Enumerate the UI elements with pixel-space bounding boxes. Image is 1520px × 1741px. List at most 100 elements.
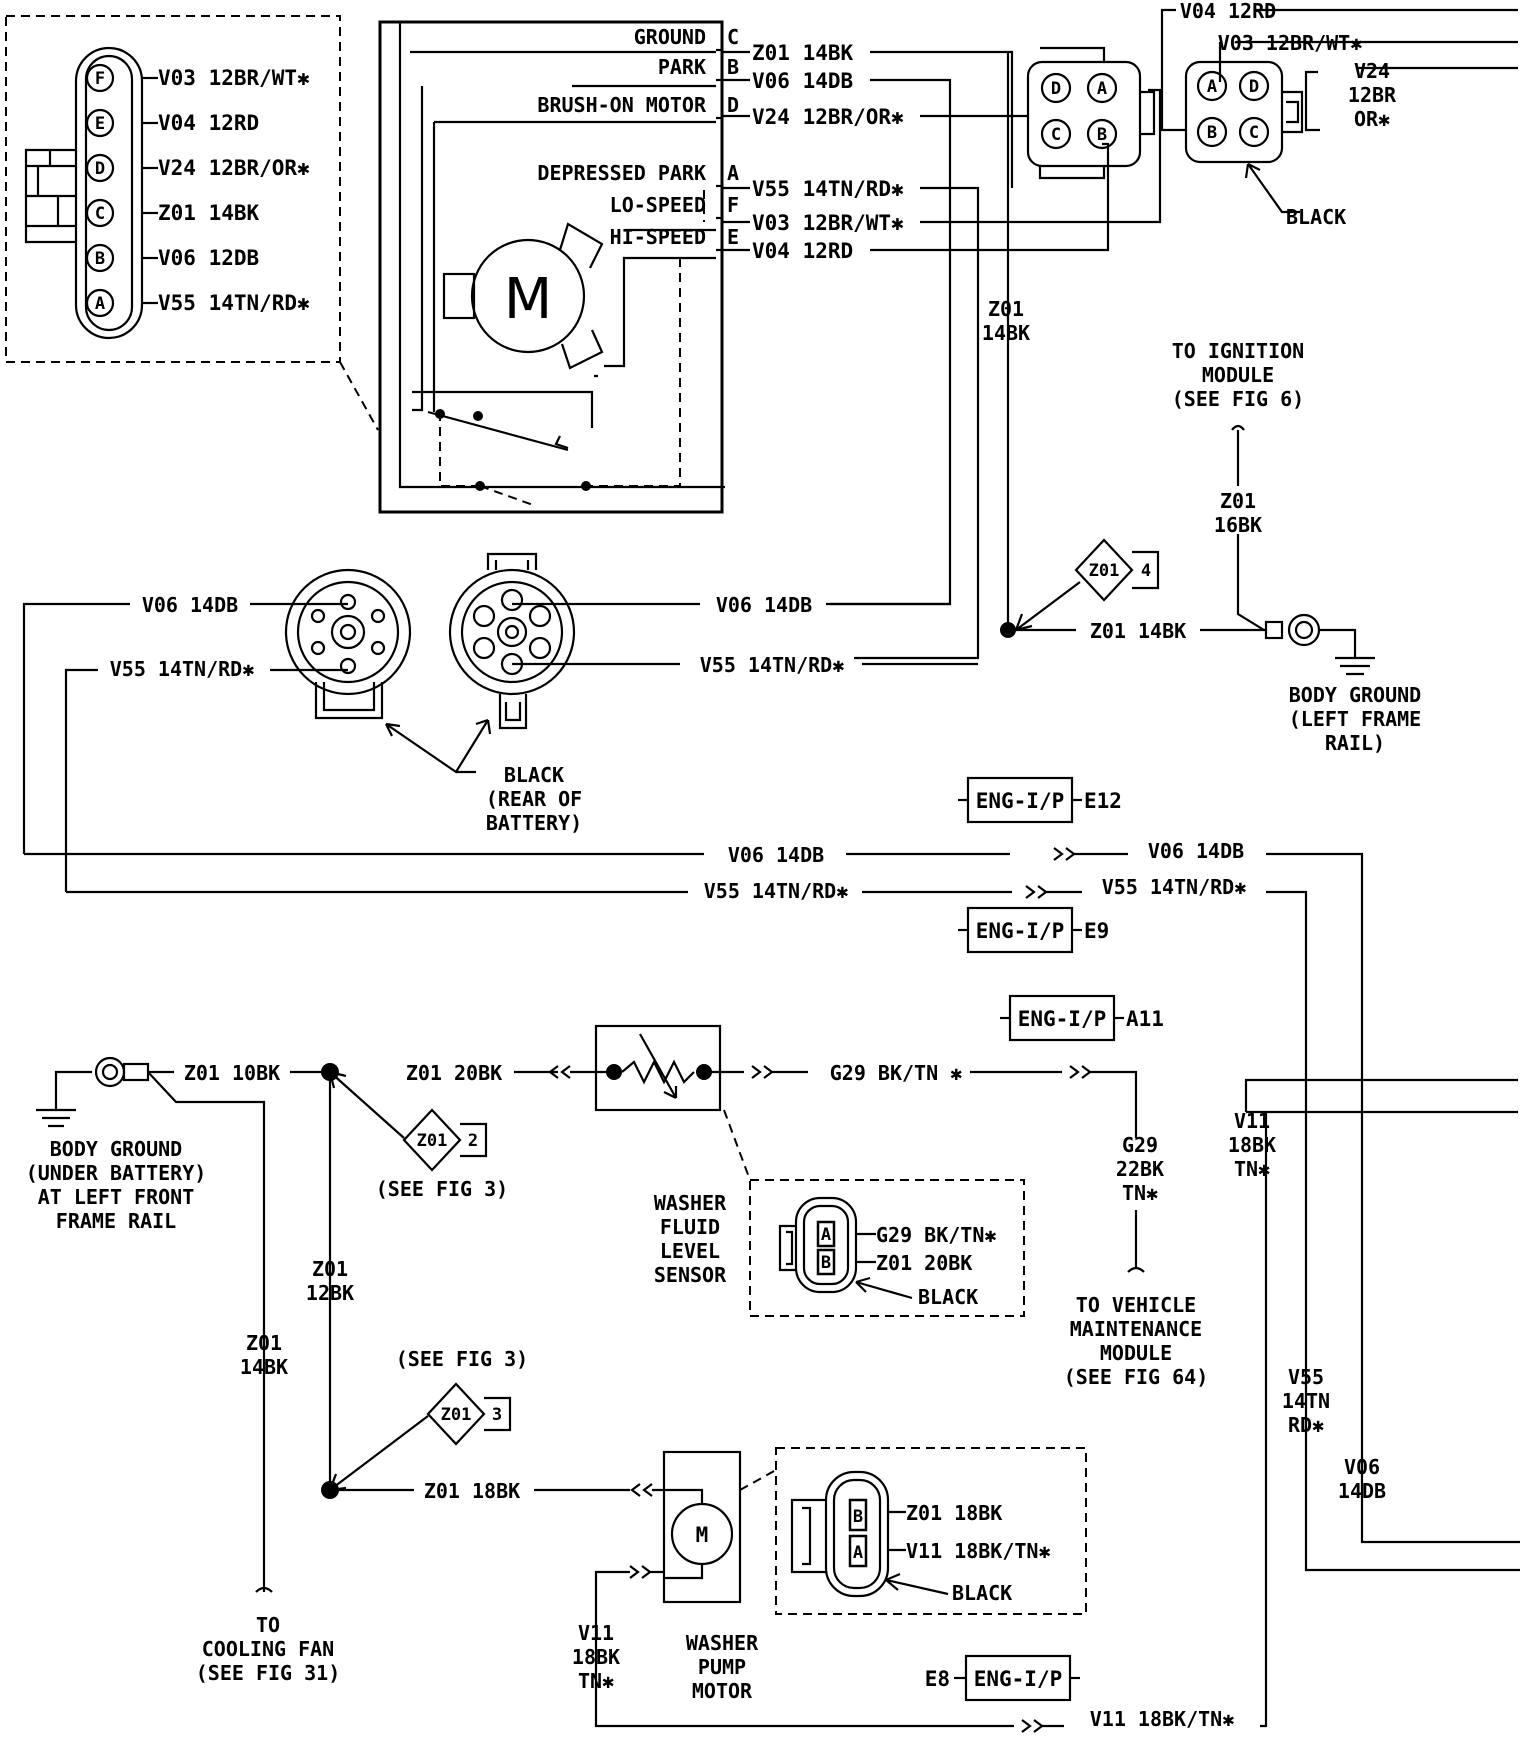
right-connector-color: BLACK xyxy=(1286,205,1346,229)
sensor-pin-b: B xyxy=(821,1253,831,1273)
splice-4-num: 4 xyxy=(1141,561,1151,581)
mid-pin-circle xyxy=(1040,72,1072,104)
motor-terminal-pin: D xyxy=(727,93,739,117)
motor-terminal-wire: V03 12BR/WT✱ xyxy=(752,211,904,235)
eng-ip-pin: E12 xyxy=(1084,789,1122,813)
vehicle-maint-3: MODULE xyxy=(1100,1341,1172,1365)
motor-terminal-wire: V06 14DB xyxy=(752,69,853,93)
right-v04-label: V04 12RD xyxy=(1180,0,1276,23)
battery-connectors: V06 14DB V55 14TN/RD✱ V06 14DB V55 14TN/… xyxy=(22,552,978,892)
ring-terminal xyxy=(1287,613,1321,647)
splice-node-4 xyxy=(1000,622,1016,638)
mid-pin-letter: D xyxy=(1051,79,1061,99)
sensor-title-4: SENSOR xyxy=(654,1263,727,1287)
v11-right-2: 18BK xyxy=(1228,1133,1276,1157)
sensor-color: BLACK xyxy=(918,1285,978,1309)
sensor-pin-a: A xyxy=(821,1225,831,1245)
v11-right-1: V11 xyxy=(1234,1109,1270,1133)
battery-right-v55: V55 14TN/RD✱ xyxy=(700,653,845,677)
wiper-pin-wire: Z01 14BK xyxy=(158,201,260,225)
motor-terminal-pin: C xyxy=(727,25,739,49)
z01-vertical-2: 14BK xyxy=(982,321,1030,345)
battery-left-v06: V06 14DB xyxy=(142,593,238,617)
pump-title-2: PUMP xyxy=(698,1655,746,1679)
motor-terminal-name: GROUND xyxy=(634,25,706,49)
motor-terminal-name: PARK xyxy=(658,55,706,79)
wiper-pin-letter: F xyxy=(95,69,105,89)
v11-left-3: TN✱ xyxy=(578,1669,614,1693)
ignition-line-3: (SEE FIG 6) xyxy=(1172,387,1304,411)
harness-v06-right: V06 14DB xyxy=(1148,839,1244,863)
wiper-pin-circle xyxy=(85,198,115,228)
motor-terminal-wire: V04 12RD xyxy=(752,239,853,263)
splice-2-label: Z01 xyxy=(417,1131,448,1151)
v11-left-2: 18BK xyxy=(572,1645,620,1669)
wiper-pin-wire: V24 12BR/OR✱ xyxy=(158,156,310,180)
sensor-title-2: FLUID xyxy=(660,1215,720,1239)
right-pin-circle xyxy=(1238,116,1270,148)
wiper-pin-letter: C xyxy=(95,204,105,224)
motor-terminal-pin: E xyxy=(727,225,739,249)
ignition-wire-1: Z01 xyxy=(1220,489,1256,513)
eng-ip-name: ENG-I/P xyxy=(976,919,1065,943)
sensor-wire-a: G29 BK/TN✱ xyxy=(876,1223,996,1247)
right-pin-letter: D xyxy=(1249,77,1259,97)
sensor-wire-b: Z01 20BK xyxy=(876,1251,972,1275)
body-ground-rail-3: RAIL) xyxy=(1325,731,1385,755)
wiper-pin-circle xyxy=(85,243,115,273)
wire-z01-12bk-2: 12BK xyxy=(306,1281,354,1305)
wiper-pin-letter: B xyxy=(95,249,105,269)
harness-wires: V06 14DB V06 14DB V55 14TN/RD✱ V55 14TN/… xyxy=(24,776,1520,1702)
splice-2-note: (SEE FIG 3) xyxy=(376,1177,508,1201)
wire-z01-18bk: Z01 18BK xyxy=(424,1479,520,1503)
g29-vertical-2: 22BK xyxy=(1116,1157,1164,1181)
splice-4-label: Z01 xyxy=(1089,561,1120,581)
wire-z01-14bk-1: Z01 xyxy=(246,1331,282,1355)
pump-motor-label: M xyxy=(696,1523,709,1547)
wiper-pin-letter: D xyxy=(95,159,105,179)
right-pin-letter: C xyxy=(1249,123,1259,143)
motor-terminal-name: LO-SPEED xyxy=(610,193,706,217)
motor-symbol xyxy=(470,238,586,354)
splice-3-note: (SEE FIG 3) xyxy=(396,1347,528,1371)
motor-terminal-name: DEPRESSED PARK xyxy=(537,161,706,185)
pump-title-3: MOTOR xyxy=(692,1679,753,1703)
eng-ip-name: ENG-I/P xyxy=(1018,1007,1107,1031)
washer-pump: M V11 18BK TN✱ WASHER PUMP MOTOR B A Z01… xyxy=(572,1447,1087,1733)
g29-vertical-3: TN✱ xyxy=(1122,1181,1158,1205)
v11-bottom: V11 18BK/TN✱ xyxy=(1090,1707,1235,1731)
pump-title-1: WASHER xyxy=(686,1631,759,1655)
cooling-fan-3: (SEE FIG 31) xyxy=(196,1661,341,1685)
wire-z01-20bk: Z01 20BK xyxy=(406,1061,502,1085)
eng-ip-pin: E9 xyxy=(1084,919,1109,943)
eng-ip-name: ENG-I/P xyxy=(974,1667,1063,1691)
battery-color-2: (REAR OF xyxy=(486,787,582,811)
battery-right-v06: V06 14DB xyxy=(716,593,812,617)
right-v24-label-2: 12BR xyxy=(1348,83,1397,107)
z01-vertical-1: Z01 xyxy=(988,297,1024,321)
vehicle-maint-2: MAINTENANCE xyxy=(1070,1317,1202,1341)
wiper-pin-circle xyxy=(85,108,115,138)
battery-left-v55: V55 14TN/RD✱ xyxy=(110,657,255,681)
washer-fluid-sensor: G29 BK/TN ✱ G29 22BK TN✱ TO VEHICLE MAIN… xyxy=(548,1024,1208,1389)
pump-pin-a: A xyxy=(853,1543,863,1563)
cooling-fan-1: TO xyxy=(256,1613,280,1637)
wiper-pin-wire: V55 14TN/RD✱ xyxy=(158,291,310,315)
v06-vertical-1: V06 xyxy=(1344,1455,1380,1479)
v11-left-1: V11 xyxy=(578,1621,614,1645)
body-ground-battery-1: BODY GROUND xyxy=(50,1137,182,1161)
right-harness: V11 18BK/TN✱ V11 18BK TN✱ V55 14TN RD✱ V… xyxy=(1090,1078,1518,1731)
motor-terminal-wire: V55 14TN/RD✱ xyxy=(752,177,904,201)
right-pin-circle xyxy=(1238,70,1270,102)
motor-label: M xyxy=(504,267,552,332)
motor-terminal-wire: Z01 14BK xyxy=(752,41,854,65)
eng-ip-name: ENG-I/P xyxy=(976,789,1065,813)
ignition-line-1: TO IGNITION xyxy=(1172,339,1304,363)
motor-terminal-pin: B xyxy=(727,55,739,79)
body-ground-battery-4: FRAME RAIL xyxy=(56,1209,176,1233)
